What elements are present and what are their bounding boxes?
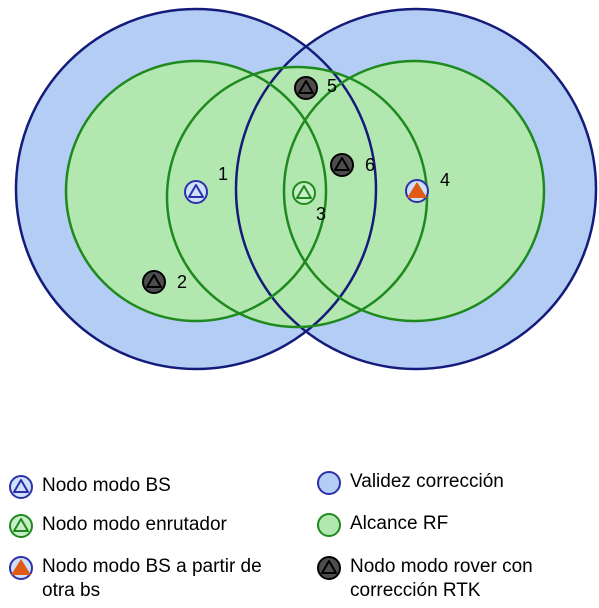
node-6-label: 6 (365, 155, 375, 175)
node-2-label: 2 (177, 272, 187, 292)
node-3-router-icon (292, 181, 316, 205)
validity-outline-right (234, 7, 598, 371)
node-5-label: 5 (327, 76, 337, 96)
legend-validity-label: Validez corrección (350, 471, 504, 492)
legend-validity: Validez corrección (316, 470, 596, 495)
router-node-icon (9, 514, 33, 538)
validity-outline-left (14, 7, 378, 371)
rf-circle-icon (317, 513, 341, 537)
legend-bs: Nodo modo BS (8, 474, 293, 499)
node-1-bs-icon (184, 180, 208, 204)
derived-bs-node-icon (9, 556, 33, 580)
validity-circle-icon (317, 471, 341, 495)
node-4-label: 4 (440, 170, 450, 190)
legend-derived-bs-label: Nodo modo BS a partir de otra bs (42, 556, 262, 601)
node-6-rover-icon (330, 153, 354, 177)
node-1-label: 1 (218, 164, 228, 184)
legend-router: Nodo modo enrutador (8, 513, 293, 538)
node-4-derived-bs-icon (405, 179, 429, 203)
rf-outline-left (64, 59, 328, 323)
node-5-rover-icon (294, 76, 318, 100)
legend-rover: Nodo modo rover con corrección RTK (316, 555, 596, 605)
rf-outline-right (282, 59, 546, 323)
legend-router-label: Nodo modo enrutador (42, 514, 227, 535)
legend-derived-bs: Nodo modo BS a partir de otra bs (8, 555, 293, 605)
legend-rf-label: Alcance RF (350, 513, 449, 534)
node-2-rover-icon (142, 270, 166, 294)
rover-node-icon (317, 556, 341, 580)
node-3-label: 3 (316, 204, 326, 224)
legend-bs-label: Nodo modo BS (42, 475, 171, 496)
bs-node-icon (9, 475, 33, 499)
coverage-diagram: 1 2 3 4 5 6 (14, 7, 598, 371)
legend-rover-label: Nodo modo rover con corrección RTK (350, 556, 533, 601)
legend-rf: Alcance RF (316, 512, 596, 537)
